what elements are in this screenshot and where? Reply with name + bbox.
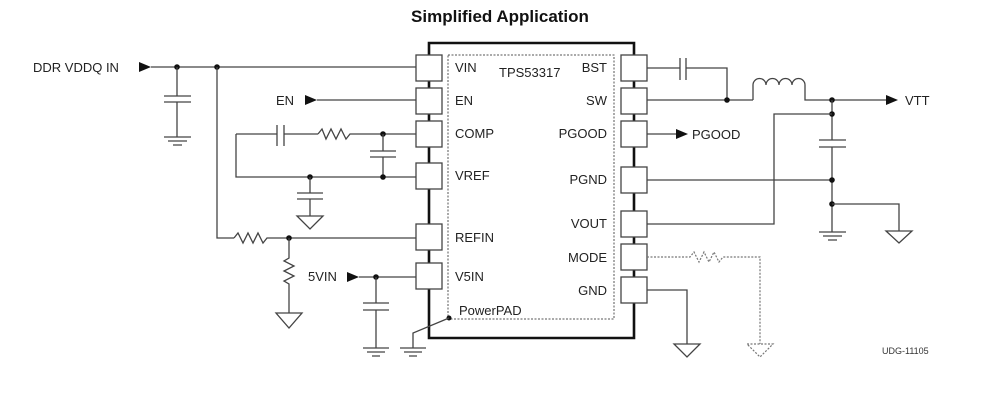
- net-label-5vin: 5VIN: [308, 269, 337, 284]
- left-pin-boxes: [415, 54, 443, 290]
- ic-part-number: TPS53317: [499, 65, 560, 80]
- pin-label-en: EN: [455, 93, 473, 108]
- gnd-pin-ground: [647, 289, 702, 358]
- pin-label-vin: VIN: [455, 60, 477, 75]
- powerpad-ground: [400, 315, 452, 357]
- diagram-title: Simplified Application: [411, 7, 589, 26]
- mode-optional-resistor: [647, 250, 775, 358]
- pin-label-vout: VOUT: [571, 216, 607, 231]
- net-label-vtt: VTT: [905, 93, 930, 108]
- drawing-id: UDG-11105: [882, 346, 929, 356]
- net-label-pgood: PGOOD: [692, 127, 740, 142]
- en-net: [305, 95, 416, 105]
- vin-net: [139, 62, 416, 329]
- powerpad-label: PowerPAD: [459, 303, 522, 318]
- output-stage: [647, 58, 914, 244]
- pin-label-pgnd: PGND: [569, 172, 607, 187]
- pin-label-v5in: V5IN: [455, 269, 484, 284]
- pgood-net: [647, 129, 688, 139]
- pin-label-mode: MODE: [568, 250, 607, 265]
- pin-label-gnd: GND: [578, 283, 607, 298]
- pin-label-refin: REFIN: [455, 230, 494, 245]
- net-label-en: EN: [276, 93, 294, 108]
- pin-label-sw: SW: [586, 93, 608, 108]
- net-label-ddr-vddq-in: DDR VDDQ IN: [33, 60, 119, 75]
- pin-label-comp: COMP: [455, 126, 494, 141]
- pin-label-vref: VREF: [455, 168, 490, 183]
- pin-label-bst: BST: [582, 60, 607, 75]
- pin-label-pgood: PGOOD: [559, 126, 607, 141]
- v5in-net: [347, 272, 416, 357]
- comp-network: [235, 125, 416, 230]
- right-pin-boxes: [620, 54, 648, 304]
